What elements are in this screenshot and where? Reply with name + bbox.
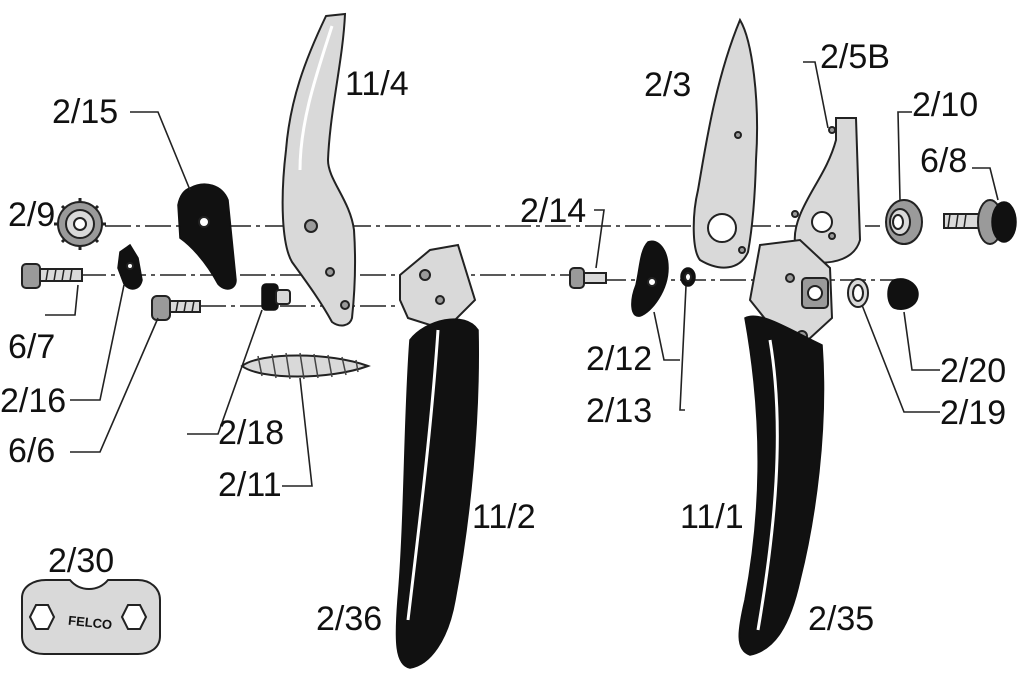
label-2-10: 2/10 bbox=[912, 86, 978, 124]
part-2-11-spring[interactable] bbox=[240, 352, 371, 380]
label-2-30: 2/30 bbox=[48, 542, 114, 580]
label-2-18: 2/18 bbox=[218, 414, 284, 452]
part-2-14-screw[interactable] bbox=[569, 267, 607, 289]
label-2-9: 2/9 bbox=[8, 196, 55, 234]
label-2-36: 2/36 bbox=[316, 600, 382, 638]
part-labels: 11/4 2/15 2/9 6/7 2/16 6/6 2/18 2/11 2/3… bbox=[0, 38, 1006, 638]
part-11-2-handle[interactable] bbox=[395, 243, 479, 669]
label-2-19: 2/19 bbox=[940, 394, 1006, 432]
label-11-4: 11/4 bbox=[345, 65, 409, 103]
part-2-20-cap[interactable] bbox=[887, 278, 919, 310]
part-2-10-bushing[interactable] bbox=[885, 199, 923, 245]
label-6-6: 6/6 bbox=[8, 432, 55, 470]
part-2-5b-anvil[interactable] bbox=[791, 117, 862, 264]
label-2-12: 2/12 bbox=[586, 340, 652, 378]
label-2-15: 2/15 bbox=[52, 93, 118, 131]
part-2-16-lock[interactable] bbox=[117, 243, 143, 290]
part-6-8-bolt[interactable] bbox=[943, 199, 1017, 245]
part-2-9-gear[interactable] bbox=[54, 198, 106, 250]
wrench-brand-text: FELCO bbox=[67, 613, 112, 633]
part-2-19-ring[interactable] bbox=[847, 278, 869, 308]
label-6-8: 6/8 bbox=[920, 142, 967, 180]
part-2-12-plate[interactable] bbox=[631, 240, 669, 317]
label-2-14: 2/14 bbox=[520, 192, 586, 230]
label-2-11: 2/11 bbox=[218, 466, 282, 504]
part-2-3-blade[interactable] bbox=[692, 17, 759, 269]
part-11-4-blade[interactable] bbox=[281, 12, 357, 327]
part-2-18-nut[interactable] bbox=[261, 283, 291, 311]
label-11-2: 11/2 bbox=[472, 498, 536, 536]
label-11-1: 11/1 bbox=[680, 498, 744, 536]
label-2-13: 2/13 bbox=[586, 392, 652, 430]
part-2-13-washer[interactable] bbox=[680, 267, 696, 287]
label-2-3: 2/3 bbox=[644, 66, 691, 104]
label-2-35: 2/35 bbox=[808, 600, 874, 638]
label-2-20: 2/20 bbox=[940, 352, 1006, 390]
part-11-1-handle[interactable] bbox=[738, 238, 834, 656]
part-2-30-wrench[interactable]: FELCO bbox=[21, 579, 161, 655]
part-6-7-bolt[interactable] bbox=[21, 263, 83, 289]
label-2-16: 2/16 bbox=[0, 382, 66, 420]
label-2-5b: 2/5B bbox=[820, 38, 890, 76]
label-6-7: 6/7 bbox=[8, 328, 55, 366]
leader-lines bbox=[45, 61, 999, 487]
part-2-15-plate[interactable] bbox=[177, 183, 237, 290]
part-6-6-screw[interactable] bbox=[151, 295, 201, 321]
